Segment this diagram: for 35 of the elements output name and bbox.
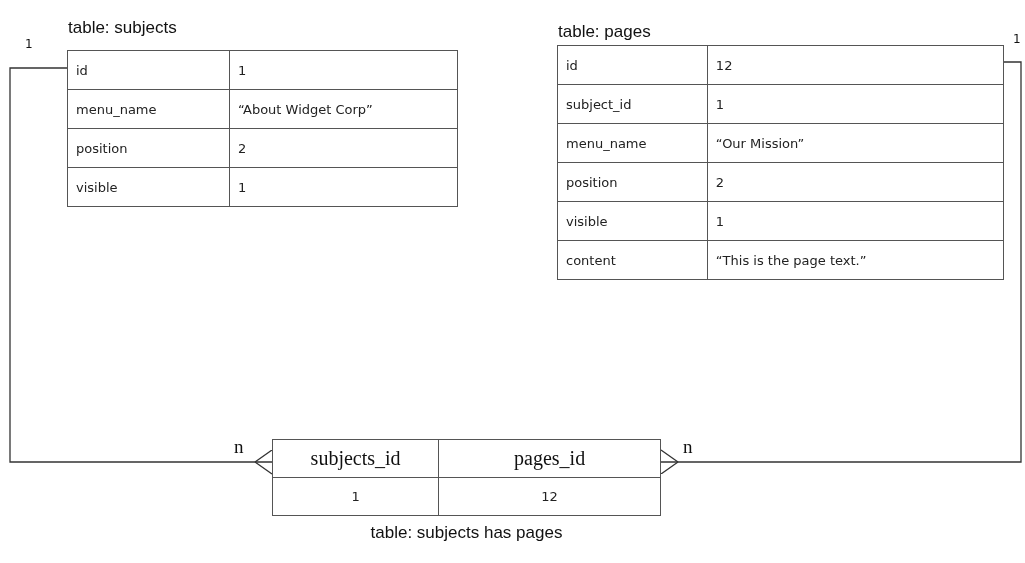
table-cell: position	[557, 162, 708, 202]
database-table	[67, 18, 458, 206]
table-cell: 1	[707, 201, 1004, 241]
table-title: table: subjects has pages	[369, 523, 564, 543]
table-title: table: subjects	[68, 18, 177, 38]
cardinality-label: n	[234, 436, 244, 458]
column-header: subjects_id	[272, 439, 439, 478]
cardinality-label: 1	[1013, 32, 1021, 46]
table-cell: “Our Mission”	[707, 123, 1004, 163]
column-header: pages_id	[438, 439, 661, 478]
table-cell: position	[67, 128, 230, 168]
cardinality-label: n	[683, 436, 693, 458]
table-cell: “About Widget Corp”	[229, 89, 458, 129]
database-table	[557, 22, 1004, 279]
table-cell: 1	[229, 167, 458, 207]
table-cell: 2	[229, 128, 458, 168]
table-cell: menu_name	[557, 123, 708, 163]
table-cell: 12	[707, 45, 1004, 85]
table-cell: 1	[272, 477, 439, 516]
relationship-line	[660, 61, 1022, 475]
table-cell: 1	[229, 50, 458, 90]
table-cell: 12	[438, 477, 661, 516]
table-cell: visible	[557, 201, 708, 241]
relationship-line	[9, 67, 273, 475]
table-cell: visible	[67, 167, 230, 207]
cardinality-label: 1	[25, 37, 33, 51]
table-cell: menu_name	[67, 89, 230, 129]
table-cell: 2	[707, 162, 1004, 202]
table-cell: content	[557, 240, 708, 280]
table-cell: subject_id	[557, 84, 708, 124]
table-cell: 1	[707, 84, 1004, 124]
table-cell: id	[557, 45, 708, 85]
table-cell: id	[67, 50, 230, 90]
table-title: table: pages	[558, 22, 651, 42]
table-cell: “This is the page text.”	[707, 240, 1004, 280]
